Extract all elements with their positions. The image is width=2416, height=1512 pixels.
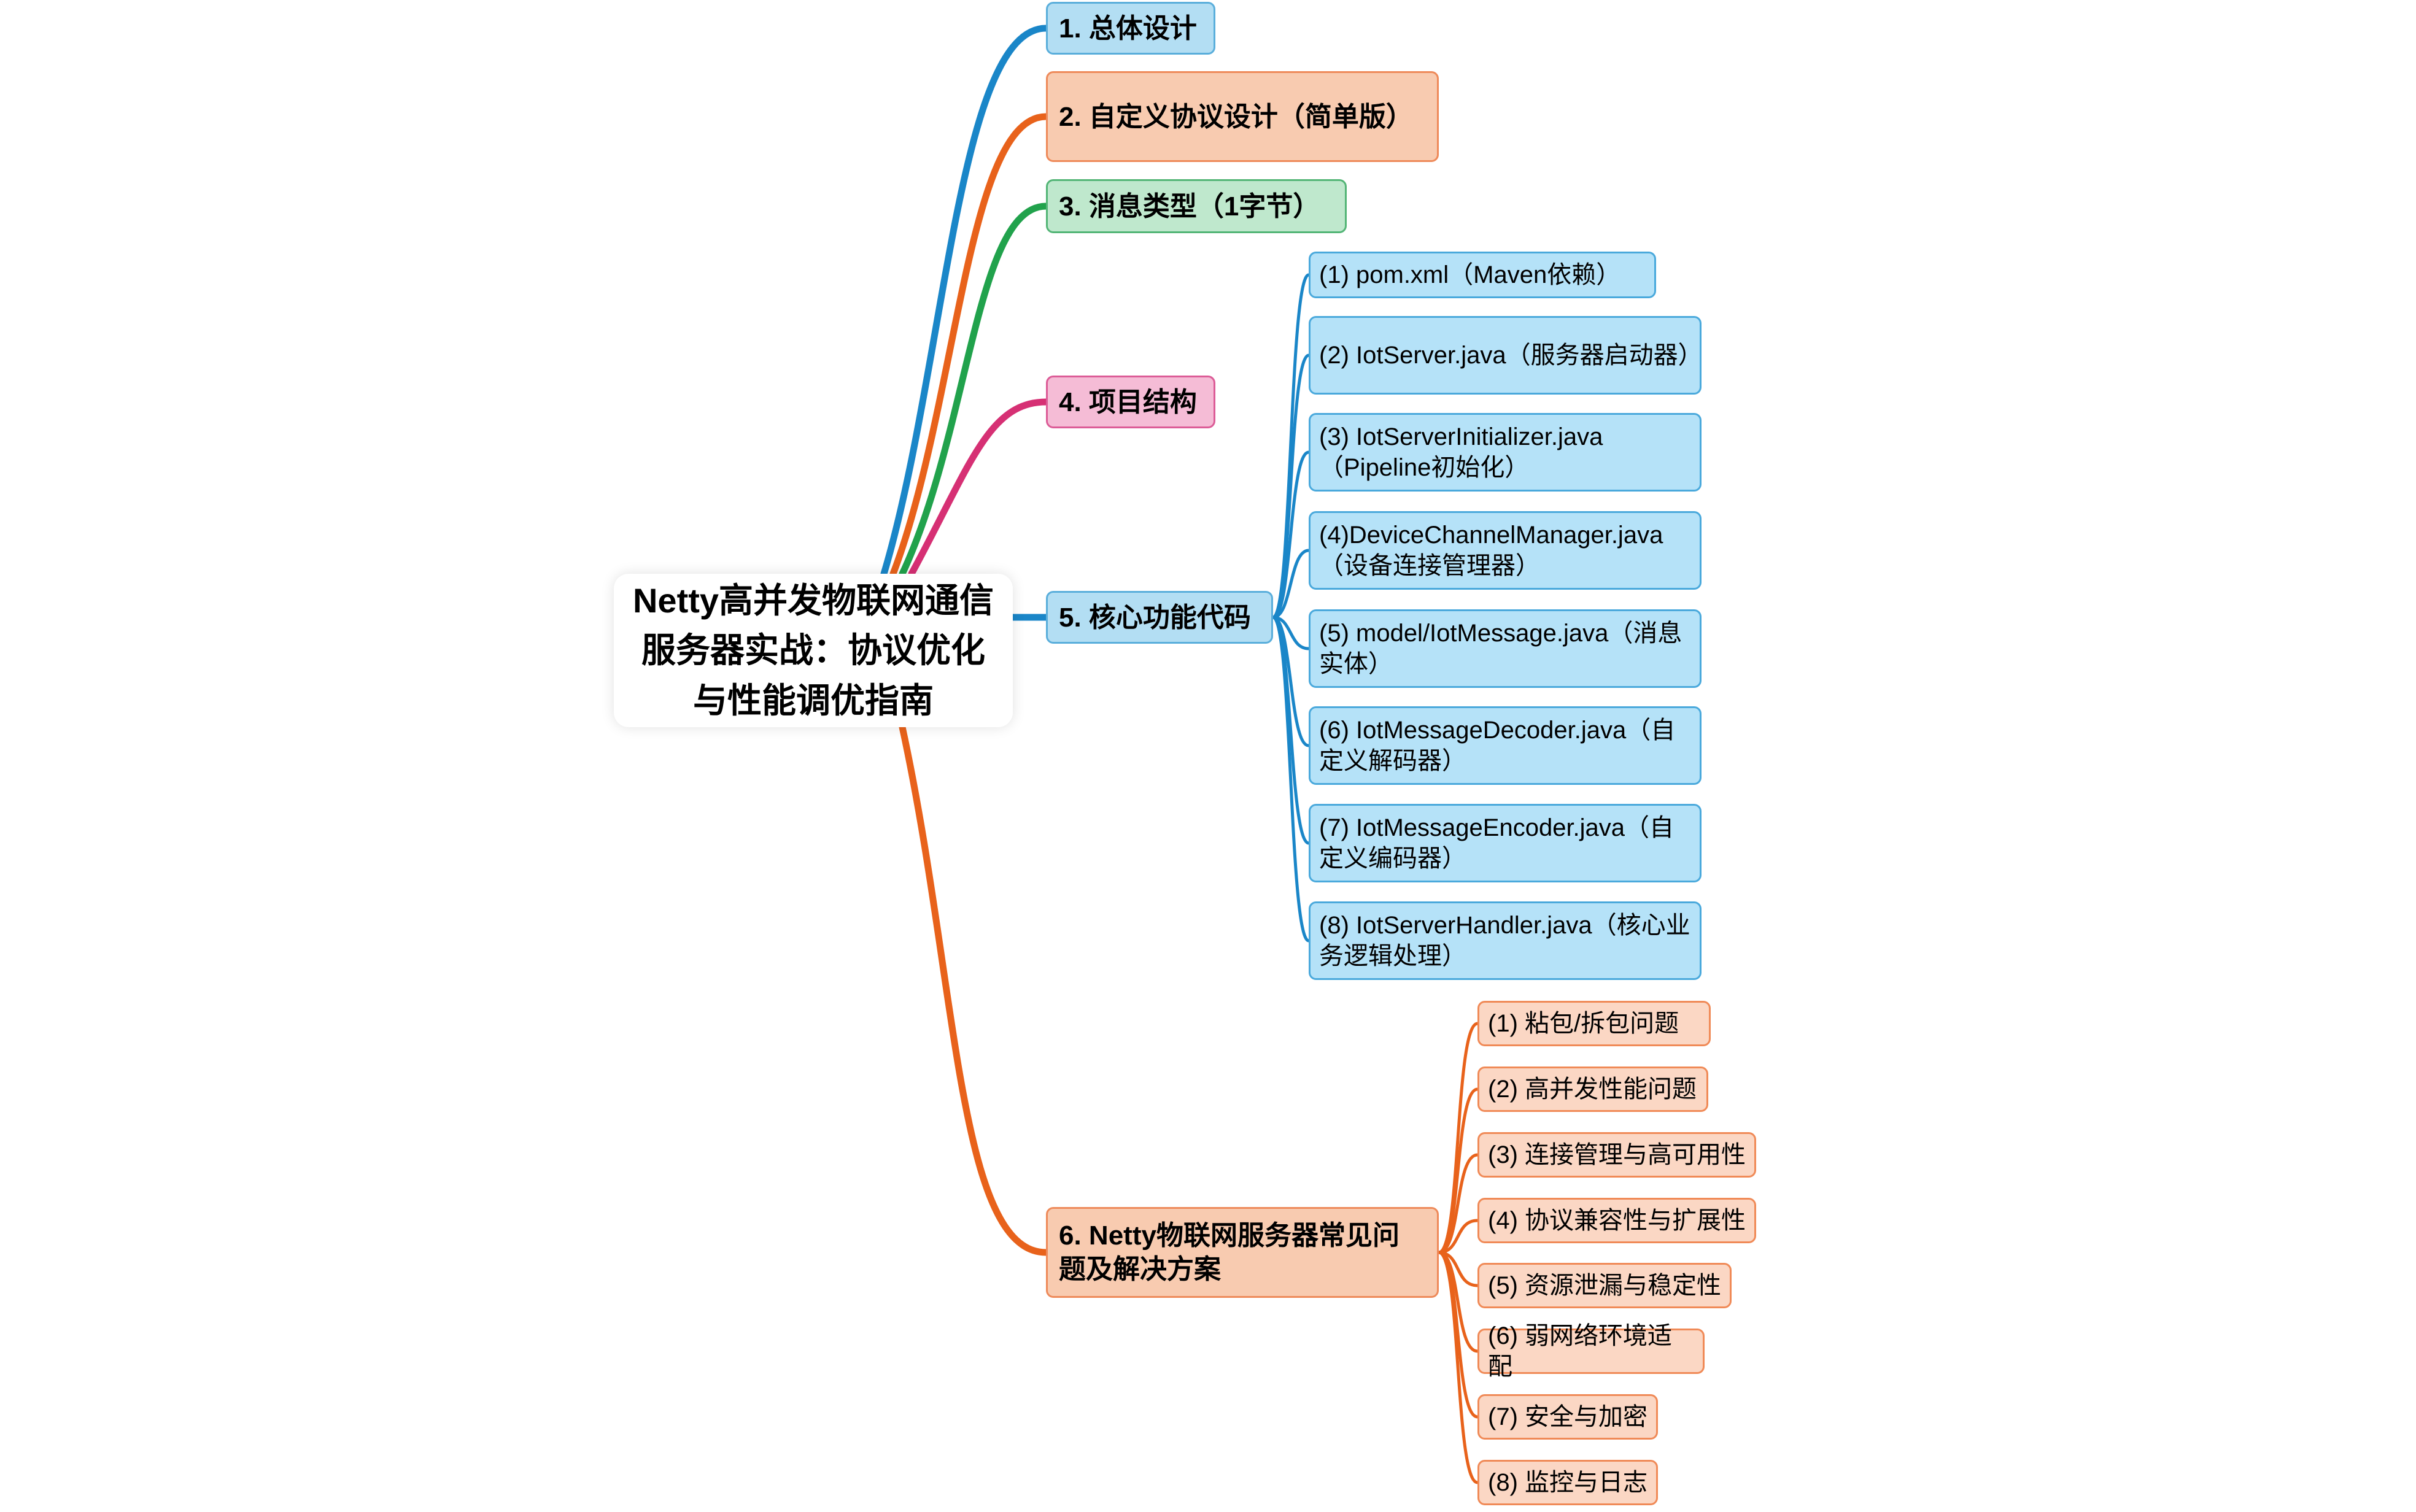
issue-link-3 (1437, 1153, 1479, 1254)
code-link-5 (1271, 615, 1311, 650)
code-link-4 (1271, 549, 1311, 619)
issue-item-security[interactable]: (7) 安全与加密 (1477, 1394, 1658, 1440)
code-item-pom[interactable]: (1) pom.xml（Maven依赖） (1309, 252, 1656, 298)
code-item-encoder[interactable]: (7) IotMessageEncoder.java（自定义编码器） (1309, 804, 1702, 882)
issue-item-label: (3) 连接管理与高可用性 (1488, 1141, 1746, 1168)
central-topic-title: Netty高并发物联网通信服务器实战：协议优化与性能调优指南 (632, 581, 994, 720)
branch-project-structure[interactable]: 4. 项目结构 (1046, 376, 1215, 428)
branch-label: 5. 核心功能代码 (1059, 602, 1251, 633)
code-item-label: (4)DeviceChannelManager.java（设备连接管理器） (1319, 522, 1663, 579)
issue-item-label: (1) 粘包/拆包问题 (1488, 1010, 1679, 1037)
code-item-decoder[interactable]: (6) IotMessageDecoder.java（自定义解码器） (1309, 706, 1702, 785)
code-item-message-model[interactable]: (5) model/IotMessage.java（消息实体） (1309, 609, 1702, 688)
branch-core-code[interactable]: 5. 核心功能代码 (1046, 591, 1273, 644)
branch-label: 4. 项目结构 (1059, 387, 1197, 417)
branch-link-2 (889, 113, 1050, 577)
issue-item-monitoring[interactable]: (8) 监控与日志 (1477, 1460, 1658, 1505)
branch-link-4 (908, 398, 1050, 577)
code-item-label: (2) IotServer.java（服务器启动器） (1319, 342, 1703, 369)
code-item-label: (7) IotMessageEncoder.java（自定义编码器） (1319, 814, 1675, 872)
code-link-8 (1271, 615, 1311, 943)
branch-label: 1. 总体设计 (1059, 13, 1197, 44)
code-link-1 (1271, 273, 1311, 619)
code-link-2 (1271, 353, 1311, 619)
issue-item-label: (6) 弱网络环境适配 (1488, 1322, 1672, 1380)
issue-link-7 (1437, 1251, 1479, 1419)
issue-link-1 (1437, 1022, 1479, 1254)
code-item-label: (5) model/IotMessage.java（消息实体） (1319, 620, 1682, 677)
branch-link-1 (880, 25, 1050, 577)
code-link-3 (1271, 450, 1311, 619)
issue-item-resource-leak[interactable]: (5) 资源泄漏与稳定性 (1477, 1263, 1732, 1308)
issue-link-4 (1437, 1219, 1479, 1254)
issue-item-connection[interactable]: (3) 连接管理与高可用性 (1477, 1132, 1756, 1178)
branch-message-type[interactable]: 3. 消息类型（1字节） (1046, 179, 1347, 233)
issue-item-label: (2) 高并发性能问题 (1488, 1076, 1697, 1103)
issue-item-label: (7) 安全与加密 (1488, 1403, 1647, 1430)
issue-item-concurrency[interactable]: (2) 高并发性能问题 (1477, 1066, 1708, 1112)
code-item-initializer[interactable]: (3) IotServerInitializer.java（Pipeline初始… (1309, 413, 1702, 492)
branch-common-issues[interactable]: 6. Netty物联网服务器常见问题及解决方案 (1046, 1207, 1439, 1298)
code-item-handler[interactable]: (8) IotServerHandler.java（核心业务逻辑处理） (1309, 901, 1702, 980)
code-item-iot-server[interactable]: (2) IotServer.java（服务器启动器） (1309, 316, 1703, 395)
code-item-channel-manager[interactable]: (4)DeviceChannelManager.java（设备连接管理器） (1309, 511, 1702, 590)
code-item-label: (1) pom.xml（Maven依赖） (1319, 261, 1621, 288)
issue-item-weak-network[interactable]: (6) 弱网络环境适配 (1477, 1322, 1705, 1380)
issue-item-label: (4) 协议兼容性与扩展性 (1488, 1207, 1746, 1234)
branch-label: 3. 消息类型（1字节） (1059, 191, 1320, 222)
code-item-label: (6) IotMessageDecoder.java（自定义解码器） (1319, 717, 1676, 774)
branch-overall-design[interactable]: 1. 总体设计 (1046, 2, 1215, 55)
issue-item-label: (5) 资源泄漏与稳定性 (1488, 1272, 1721, 1299)
branch-link-3 (899, 202, 1050, 577)
branch-custom-protocol[interactable]: 2. 自定义协议设计（简单版） (1046, 71, 1439, 162)
issue-link-2 (1437, 1087, 1479, 1254)
issue-link-8 (1437, 1251, 1479, 1484)
branch-label: 6. Netty物联网服务器常见问题及解决方案 (1059, 1221, 1400, 1284)
central-topic[interactable]: Netty高并发物联网通信服务器实战：协议优化与性能调优指南 (614, 574, 1013, 727)
code-item-label: (3) IotServerInitializer.java（Pipeline初始… (1319, 423, 1603, 481)
issue-item-label: (8) 监控与日志 (1488, 1469, 1647, 1496)
branch-label: 2. 自定义协议设计（简单版） (1059, 101, 1413, 132)
branch-link-6 (899, 723, 1050, 1256)
code-item-label: (8) IotServerHandler.java（核心业务逻辑处理） (1319, 912, 1690, 970)
issue-item-protocol-compat[interactable]: (4) 协议兼容性与扩展性 (1477, 1198, 1756, 1243)
issue-item-sticky-packet[interactable]: (1) 粘包/拆包问题 (1477, 1001, 1711, 1046)
